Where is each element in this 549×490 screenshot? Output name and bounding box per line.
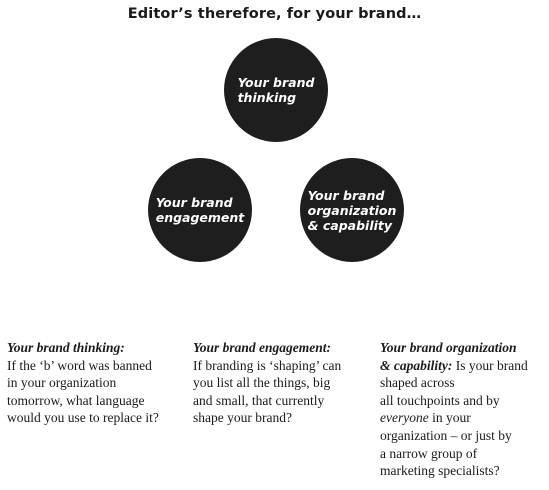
- description-line: shape your brand?: [193, 410, 292, 426]
- emphasis-word: everyone: [380, 410, 429, 426]
- description-line: If the ‘b’ word was banned: [7, 357, 152, 373]
- description-line: organization – or just by: [380, 427, 512, 443]
- description-line: a narrow group of: [380, 445, 478, 461]
- brand-engagement-description: Your brand engagement: If branding is ‘s…: [193, 339, 363, 427]
- description-line: everyone in your: [380, 409, 545, 427]
- brand-engagement-heading: Your brand engagement:: [193, 340, 332, 355]
- description-line: shaped across: [380, 375, 455, 391]
- description-text: in your: [428, 410, 471, 426]
- brand-organization-circle: Your brand organization & capability: [300, 158, 404, 262]
- brand-thinking-label: Your brand thinking: [237, 75, 315, 105]
- brand-thinking-heading: Your brand thinking:: [7, 340, 125, 355]
- brand-organization-label: Your brand organization & capability: [307, 187, 397, 233]
- description-line: tomorrow, what language: [7, 392, 145, 408]
- brand-engagement-label: Your brand engagement: [155, 195, 245, 225]
- description-line: and small, that currently: [193, 392, 325, 408]
- description-line: marketing specialists?: [380, 463, 500, 479]
- brand-thinking-circle: Your brand thinking: [224, 38, 328, 142]
- description-line: all touchpoints and by: [380, 392, 500, 408]
- description-line: & capability: Is your brand: [380, 357, 545, 375]
- brand-organization-heading: Your brand organization: [380, 340, 517, 355]
- page-title: Editor’s therefore, for your brand…: [127, 6, 422, 22]
- description-line: you list all the things, big: [193, 375, 331, 391]
- brand-thinking-description: Your brand thinking: If the ‘b’ word was…: [7, 339, 177, 427]
- description-line: If branding is ‘shaping’ can: [193, 357, 342, 373]
- description-line: in your organization: [7, 375, 117, 391]
- description-text: Is your brand: [452, 357, 528, 373]
- description-line: would you use to replace it?: [7, 410, 159, 426]
- brand-engagement-circle: Your brand engagement: [148, 158, 252, 262]
- brand-organization-description: Your brand organization & capability: Is…: [380, 339, 545, 480]
- brand-organization-heading-cont: & capability:: [380, 357, 453, 373]
